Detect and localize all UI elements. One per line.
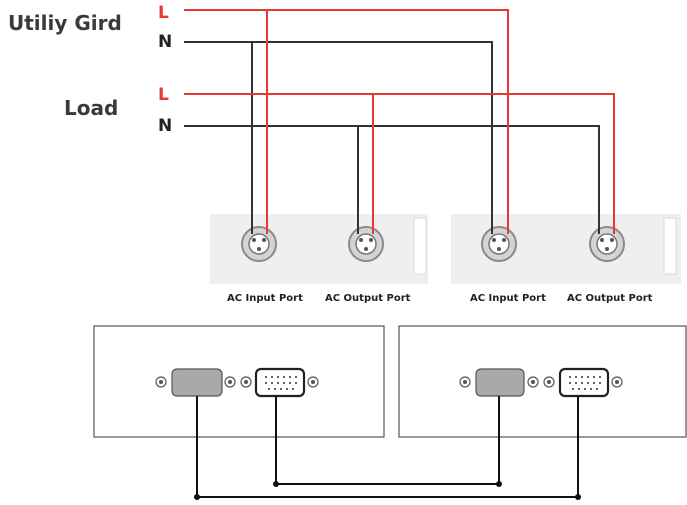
neutral-wires bbox=[184, 41, 600, 234]
ac-output-port-1-icon bbox=[348, 226, 384, 262]
comm-panel-1 bbox=[93, 325, 385, 438]
comm-connectors-2 bbox=[459, 367, 623, 398]
inverter-2-edge bbox=[663, 217, 677, 275]
comm-connectors-1 bbox=[155, 367, 319, 398]
grid-neutral-wire bbox=[184, 41, 493, 234]
grid-neutral-label: N bbox=[158, 32, 172, 52]
live-wires bbox=[184, 9, 615, 234]
load-live-wire bbox=[184, 93, 615, 234]
vga-female-port-icon bbox=[558, 367, 610, 398]
ac-input-port-1-icon bbox=[241, 226, 277, 262]
vga-male-port-icon bbox=[171, 368, 223, 397]
grid-live-wire bbox=[184, 9, 509, 234]
comm-wire-outer bbox=[196, 396, 579, 498]
comm-wires bbox=[196, 396, 579, 498]
vga-female-port-icon bbox=[254, 367, 306, 398]
ac-input-port-2-icon bbox=[481, 226, 517, 262]
port-label-3: AC Input Port bbox=[470, 293, 546, 304]
port-label-1: AC Input Port bbox=[227, 293, 303, 304]
inverter-1-edge bbox=[413, 217, 427, 275]
comm-panel-2 bbox=[398, 325, 687, 438]
port-label-4: AC Output Port bbox=[567, 293, 653, 304]
port-label-2: AC Output Port bbox=[325, 293, 411, 304]
utility-grid-label: Utiliy Gird bbox=[8, 11, 122, 35]
grid-live-label: L bbox=[158, 3, 169, 23]
vga-male-port-icon bbox=[475, 368, 525, 397]
comm-wire-junctions bbox=[194, 481, 581, 500]
ac-output-port-2-icon bbox=[589, 226, 625, 262]
load-label: Load bbox=[64, 96, 118, 120]
load-neutral-wire bbox=[184, 125, 600, 234]
load-neutral-label: N bbox=[158, 116, 172, 136]
comm-wire-inner bbox=[275, 396, 500, 485]
load-live-label: L bbox=[158, 85, 169, 105]
